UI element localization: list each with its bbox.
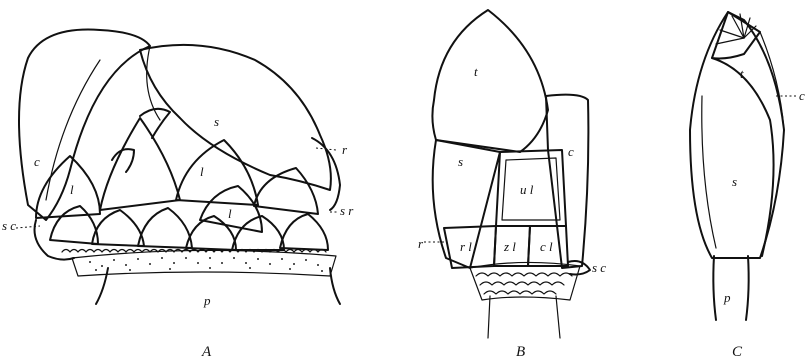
label-b-c: c xyxy=(568,144,574,159)
figure-a: s c l l l r s r s c p A xyxy=(2,30,354,360)
label-b-t: t xyxy=(474,64,478,79)
label-c-p: p xyxy=(723,290,731,305)
caption-c: C xyxy=(732,344,743,360)
label-b-rl: r l xyxy=(460,239,472,254)
label-a-c: c xyxy=(34,154,40,169)
label-a-sr: s r xyxy=(340,203,354,218)
label-b-zl: z l xyxy=(503,239,516,254)
label-a-l2: l xyxy=(200,164,204,179)
caption-b: B xyxy=(516,344,525,360)
label-b-sc: s c xyxy=(592,260,606,275)
label-b-cl: c l xyxy=(540,239,553,254)
receptacle-stipple xyxy=(89,257,323,272)
label-a-l3: l xyxy=(228,206,232,221)
label-a-r: r xyxy=(342,142,348,157)
figure-c: t c s p C xyxy=(690,12,805,360)
label-a-sc: s c xyxy=(2,218,16,233)
label-b-r: r xyxy=(418,236,424,251)
label-c-s: s xyxy=(732,174,737,189)
label-b-s: s xyxy=(458,154,463,169)
label-a-l1: l xyxy=(70,182,74,197)
caption-a: A xyxy=(201,344,212,360)
label-a-s: s xyxy=(214,114,219,129)
figure-b: t s c u l r l z l c l r s c B xyxy=(418,10,606,360)
label-c-c: c xyxy=(799,88,805,103)
label-b-ul: u l xyxy=(520,182,534,197)
label-c-t: t xyxy=(740,66,744,81)
label-a-p: p xyxy=(203,293,211,308)
